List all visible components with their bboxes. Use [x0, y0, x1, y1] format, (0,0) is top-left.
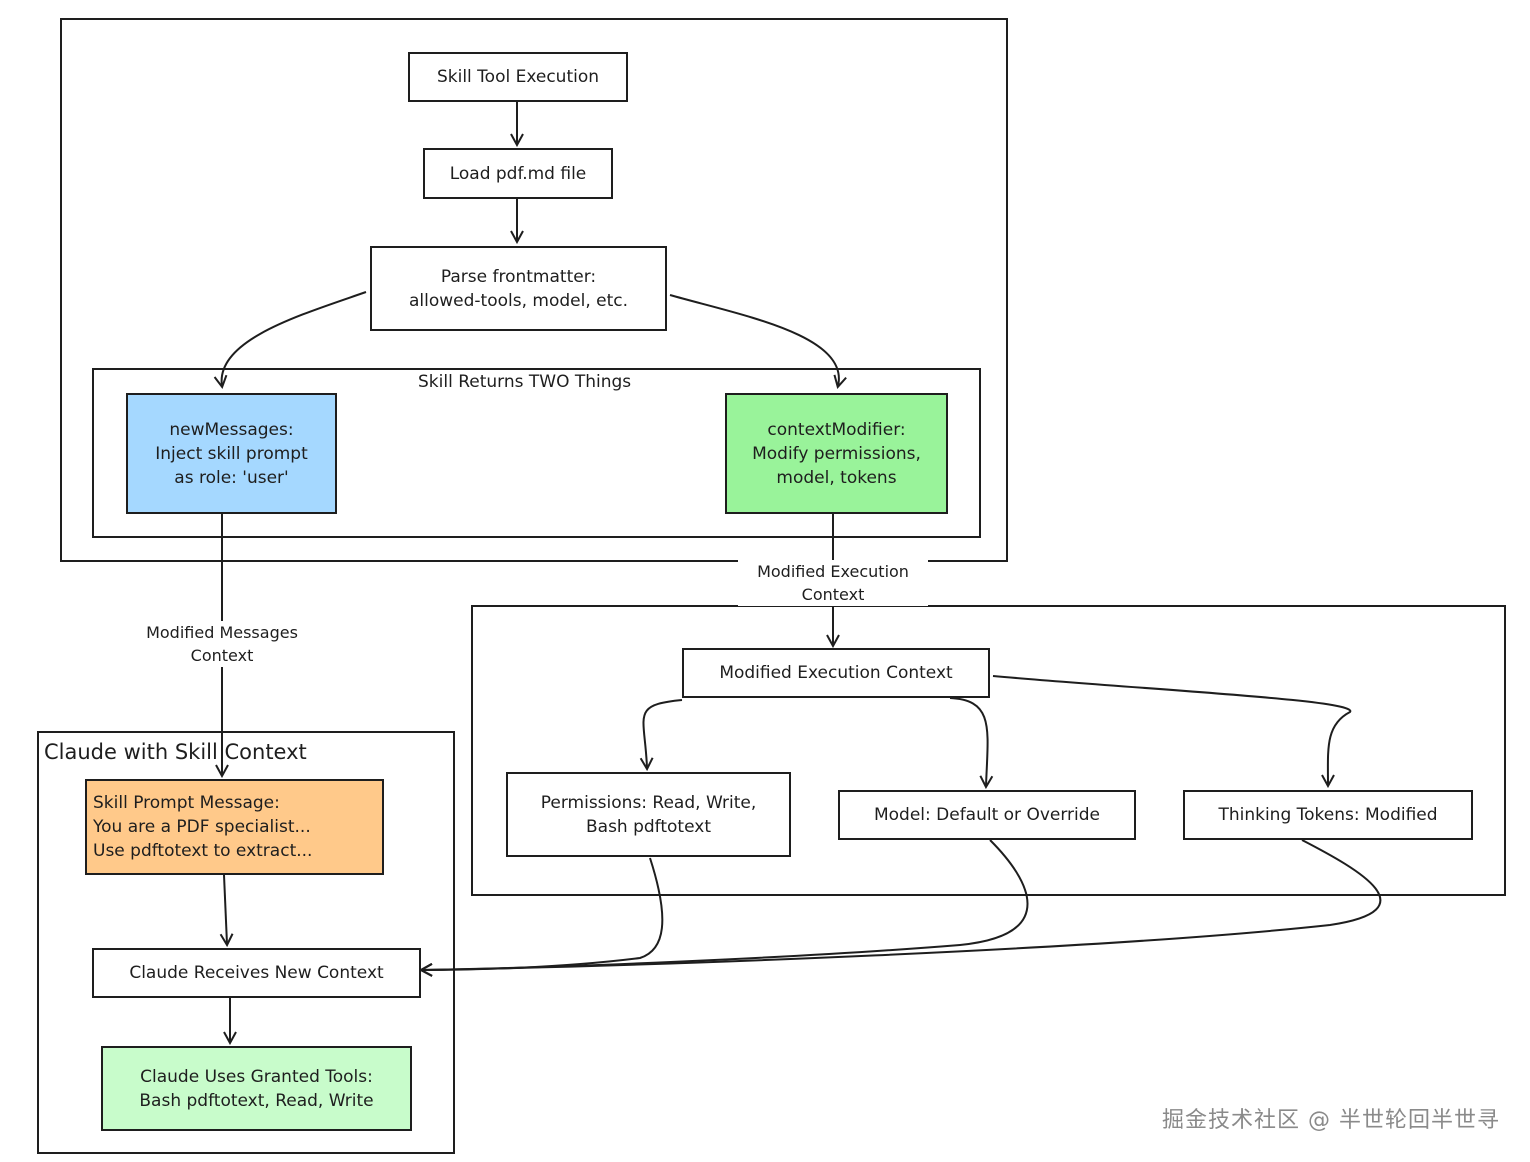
claude-uses-tools-text: Claude Uses Granted Tools: Bash pdftotex…: [139, 1066, 374, 1111]
context-modifier-node[interactable]: contextModifier: Modify permissions, mod…: [725, 393, 948, 514]
edge-parse-to-contextmodifier: [669, 294, 839, 386]
claude-receives-node[interactable]: Claude Receives New Context: [92, 948, 421, 998]
skill-tool-execution-node[interactable]: Skill Tool Execution: [408, 52, 628, 102]
skill-prompt-message-text: Skill Prompt Message: You are a PDF spec…: [93, 793, 313, 861]
modified-execution-context-node[interactable]: Modified Execution Context: [682, 648, 990, 698]
claude-uses-tools-node[interactable]: Claude Uses Granted Tools: Bash pdftotex…: [101, 1046, 412, 1131]
edge-skillprompt-to-claude-receives: [224, 874, 227, 944]
parse-frontmatter-node[interactable]: Parse frontmatter: allowed-tools, model,…: [370, 246, 667, 331]
edge-model-to-claude-receives: [422, 839, 1029, 970]
claude-receives-text: Claude Receives New Context: [129, 963, 384, 983]
skill-returns-group-title: Skill Returns TWO Things: [418, 372, 632, 392]
top-group-frame: [60, 18, 1008, 562]
skill-tool-execution-text: Skill Tool Execution: [436, 67, 600, 87]
edge-execution-to-thinking: [992, 675, 1352, 785]
load-pdf-text: Load pdf.md file: [449, 163, 587, 184]
edge-parse-to-newmessages: [222, 291, 367, 386]
watermark-text: 掘金技术社区 @ 半世轮回半世寻: [1162, 1108, 1500, 1133]
thinking-tokens-node[interactable]: Thinking Tokens: Modified: [1183, 790, 1473, 840]
thinking-tokens-text: Thinking Tokens: Modified: [1218, 805, 1438, 825]
skill-returns-group-frame: [92, 368, 981, 538]
permissions-text: Permissions: Read, Write, Bash pdftotext: [540, 792, 757, 837]
claude-context-group-frame: [37, 731, 455, 1154]
edge-thinking-to-claude-receives: [422, 839, 1382, 970]
edge-label-modified-messages-context: Modified Messages Context: [132, 621, 312, 667]
skill-prompt-message-node[interactable]: Skill Prompt Message: You are a PDF spec…: [85, 779, 384, 875]
claude-context-group-title: Claude with Skill Context: [44, 740, 307, 764]
model-text: Model: Default or Override: [873, 805, 1101, 825]
new-messages-node[interactable]: newMessages: Inject skill prompt as role…: [126, 393, 337, 514]
parse-frontmatter-text: Parse frontmatter: allowed-tools, model,…: [408, 266, 629, 311]
model-node[interactable]: Model: Default or Override: [838, 790, 1136, 840]
edge-permissions-to-claude-receives: [422, 857, 664, 970]
execution-context-group-frame: [471, 605, 1506, 896]
modified-execution-context-text: Modified Execution Context: [719, 663, 953, 683]
permissions-node[interactable]: Permissions: Read, Write, Bash pdftotext: [506, 772, 791, 857]
new-messages-text: newMessages: Inject skill prompt as role…: [155, 419, 308, 488]
context-modifier-text: contextModifier: Modify permissions, mod…: [752, 419, 921, 488]
edge-execution-to-model: [949, 697, 988, 786]
load-pdf-node[interactable]: Load pdf.md file: [423, 148, 613, 199]
edge-execution-to-permissions: [643, 699, 683, 768]
edge-label-modified-execution-context: Modified Execution Context: [738, 560, 928, 606]
